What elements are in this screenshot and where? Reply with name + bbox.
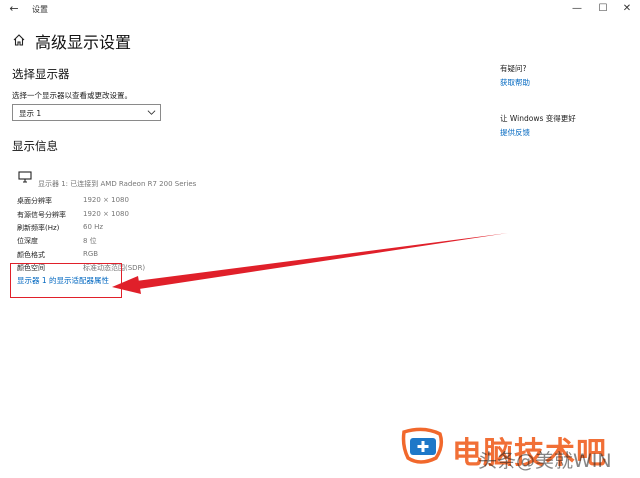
info-row: 位深度 8 位	[17, 236, 217, 248]
info-value: 1920 × 1080	[83, 210, 129, 218]
info-key: 位深度	[17, 237, 38, 245]
feedback-heading: 让 Windows 变得更好	[500, 114, 576, 123]
home-icon[interactable]	[12, 33, 26, 47]
display-info-heading: 显示信息	[12, 139, 58, 153]
info-value: 标准动态范围(SDR)	[83, 264, 146, 272]
window-title: 设置	[32, 5, 48, 14]
info-value: RGB	[83, 250, 99, 258]
info-key: 刷新频率(Hz)	[17, 224, 60, 232]
info-row: 有源信号分辨率 1920 × 1080	[17, 210, 217, 222]
help-heading: 有疑问?	[500, 64, 527, 73]
info-row: 桌面分辨率 1920 × 1080	[17, 196, 217, 208]
info-value: 1920 × 1080	[83, 196, 129, 204]
info-row: 刷新频率(Hz) 60 Hz	[17, 223, 217, 235]
monitor-icon	[18, 171, 32, 183]
info-key: 桌面分辨率	[17, 197, 52, 205]
info-key: 有源信号分辨率	[17, 211, 66, 219]
info-row: 颜色空间 标准动态范围(SDR)	[17, 263, 217, 275]
give-feedback-link[interactable]: 提供反馈	[500, 128, 530, 137]
adapter-properties-link[interactable]: 显示器 1 的显示适配器属性	[17, 276, 110, 285]
watermark-logo-icon	[401, 427, 444, 464]
display-select-value: 显示 1	[19, 109, 42, 118]
monitor-connection-label: 显示器 1: 已连接到 AMD Radeon R7 200 Series	[38, 180, 197, 188]
maximize-button[interactable]: ☐	[598, 3, 608, 14]
close-button[interactable]: ✕	[622, 3, 632, 14]
select-display-label: 选择一个显示器以查看或更改设置。	[12, 91, 132, 100]
select-display-heading: 选择显示器	[12, 67, 70, 81]
watermark-brand: 电脑技术吧	[452, 436, 607, 471]
annotation-highlight-box	[10, 263, 122, 298]
chevron-down-icon	[147, 110, 156, 115]
info-key: 颜色格式	[17, 251, 45, 259]
page-title: 高级显示设置	[35, 33, 132, 52]
info-value: 8 位	[83, 237, 97, 245]
title-bar: ← 设置 — ☐ ✕	[0, 0, 640, 20]
info-row: 颜色格式 RGB	[17, 250, 217, 262]
info-value: 60 Hz	[83, 223, 104, 231]
info-key: 颜色空间	[17, 264, 45, 272]
minimize-button[interactable]: —	[572, 3, 582, 14]
get-help-link[interactable]: 获取帮助	[500, 78, 530, 87]
display-select[interactable]: 显示 1	[12, 104, 161, 121]
watermark-overlay-text: 头条@美就WIN	[478, 450, 612, 472]
back-arrow-icon[interactable]: ←	[9, 2, 19, 15]
